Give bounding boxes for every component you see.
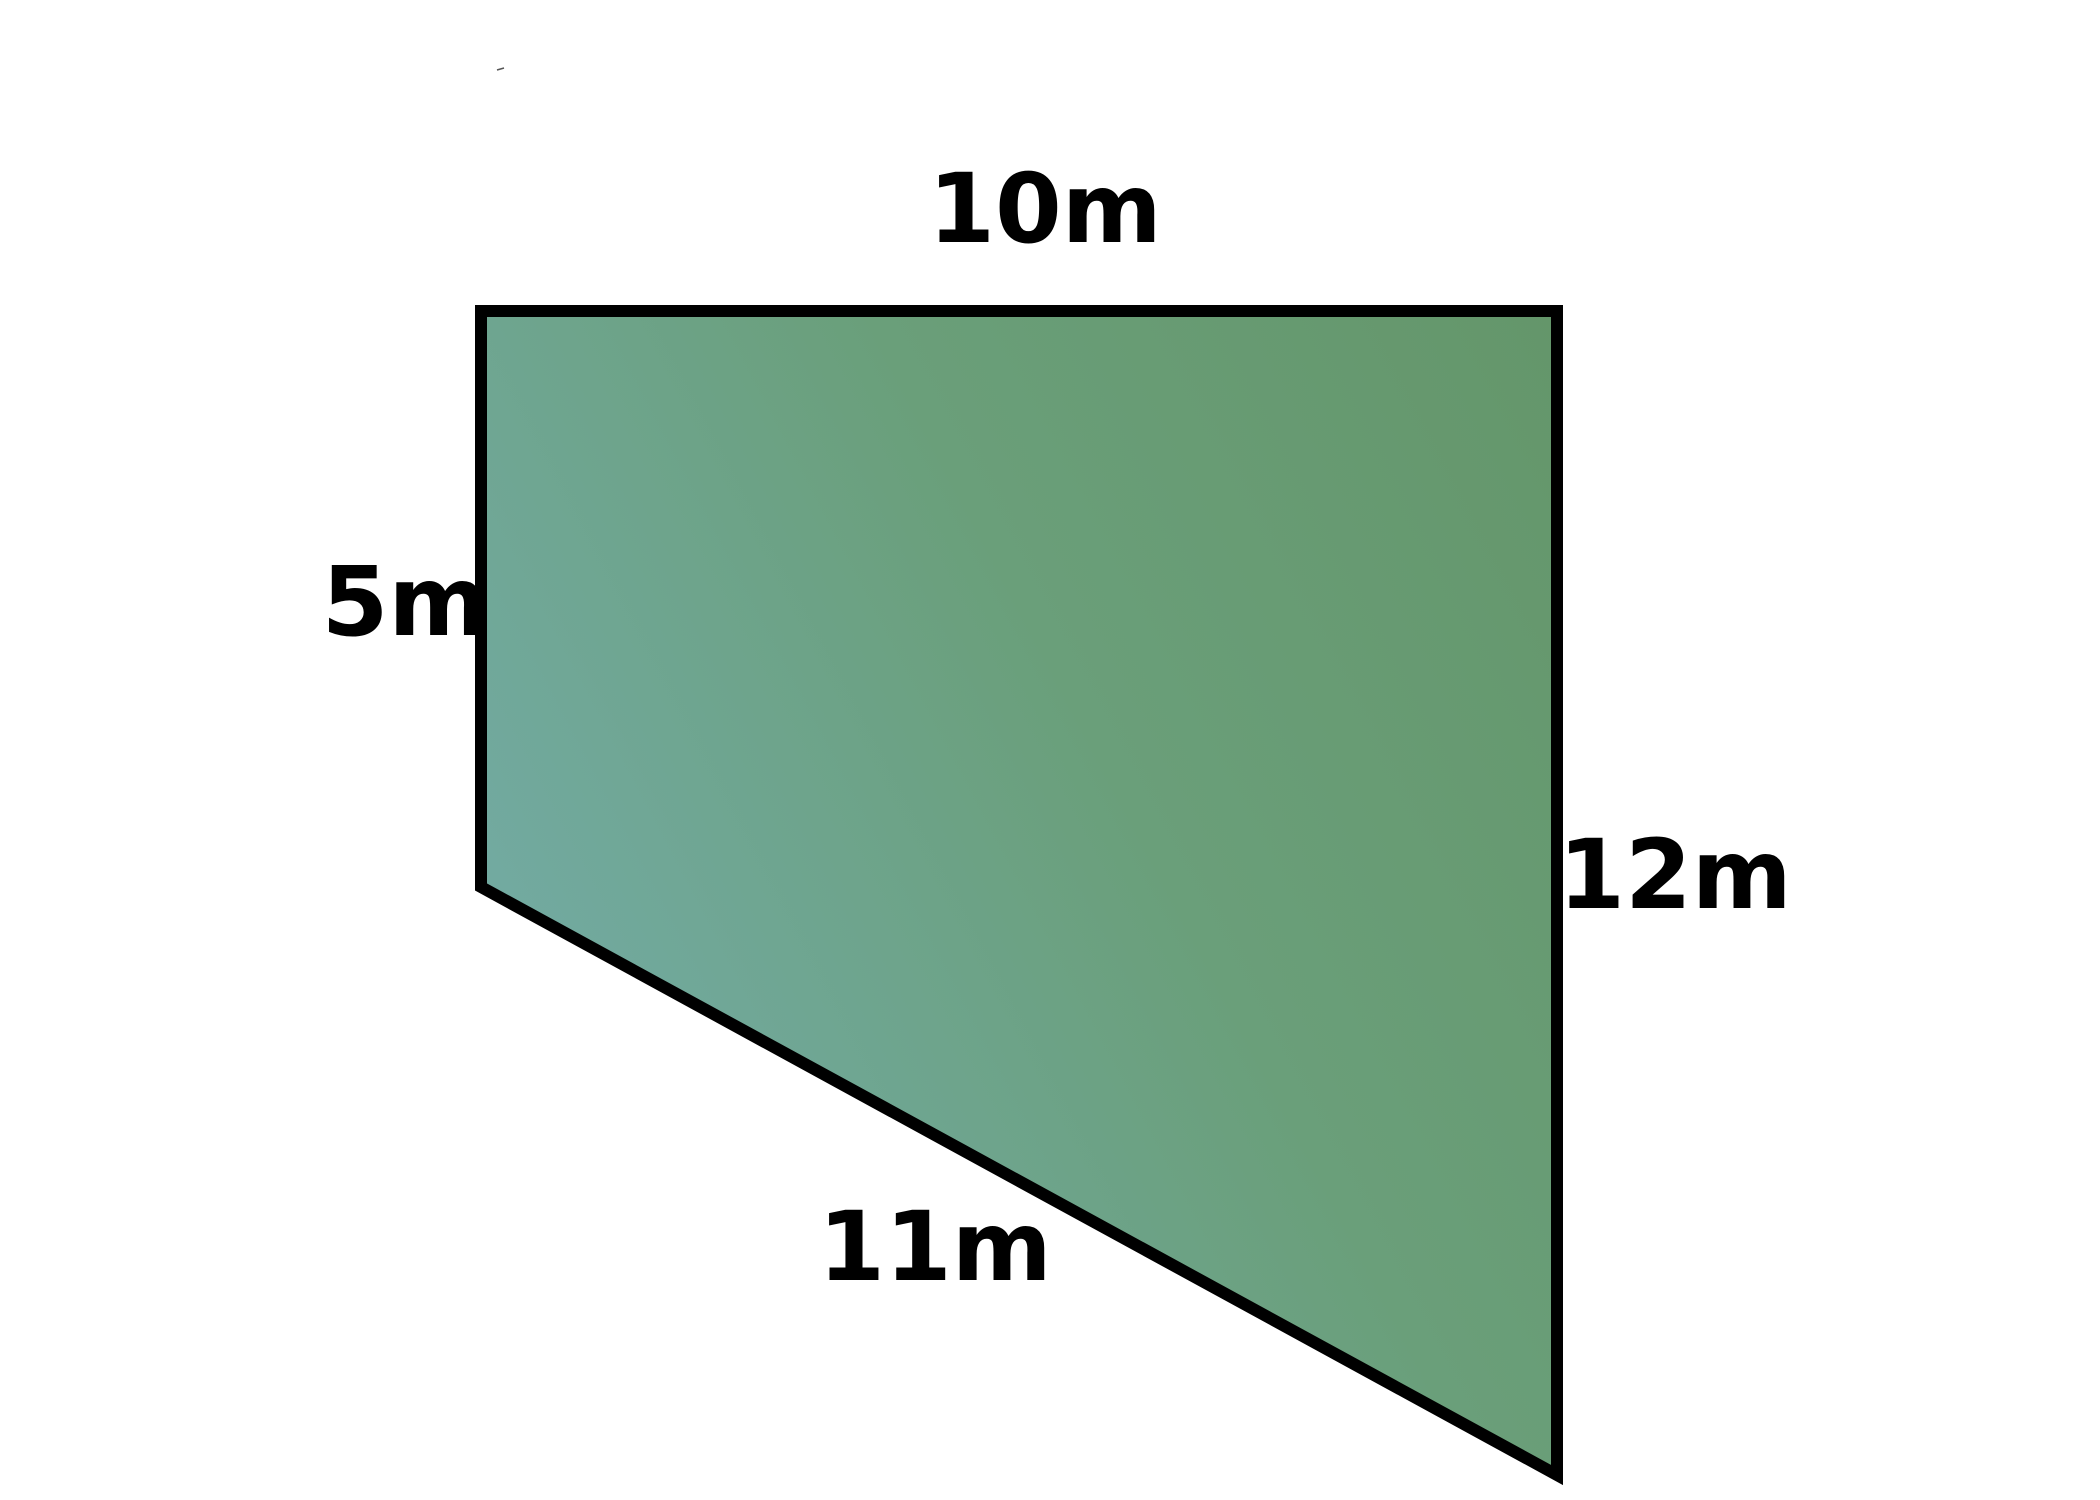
stray-mark — [496, 67, 505, 71]
right-side-label: 12m — [1558, 819, 1792, 931]
bottom-side-label: 11m — [818, 1191, 1052, 1303]
left-side-label: 5m — [322, 546, 489, 658]
trapezoid-shape — [475, 305, 1563, 1486]
top-side-label: 10m — [928, 153, 1162, 265]
